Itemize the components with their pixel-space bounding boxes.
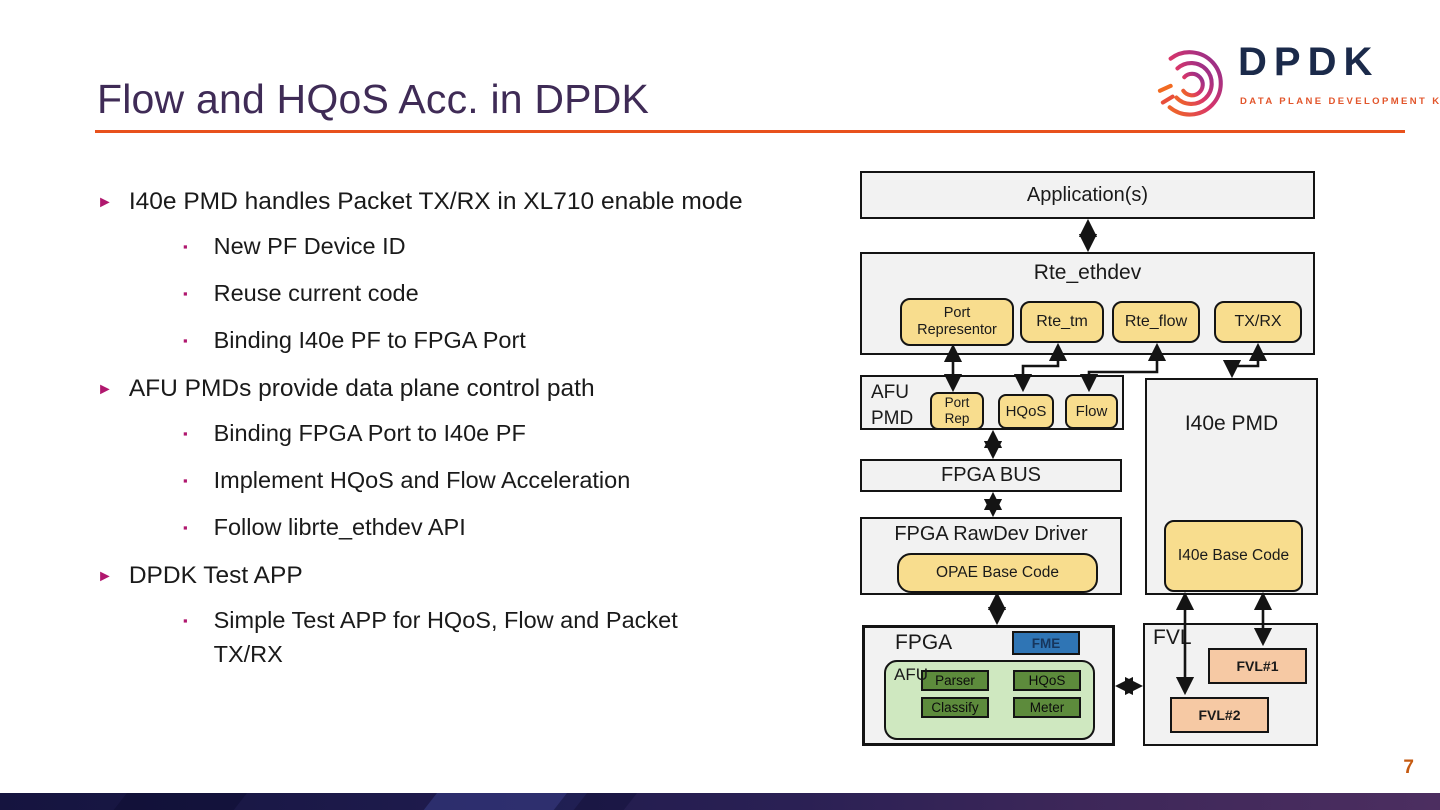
list-item-text: Simple Test APP for HQoS, Flow and Packe… [213, 606, 678, 667]
dpdk-tagline: DATA PLANE DEVELOPMENT KIT [1240, 96, 1440, 107]
dpdk-logo: DPDK DATA PLANE DEVELOPMENT KIT [1156, 40, 1440, 122]
module-port-rep: Port Rep [930, 392, 984, 430]
module-rte-flow: Rte_flow [1112, 301, 1200, 343]
square-bullet-icon: ▪ [183, 332, 188, 348]
list-item-text: DPDK Test APP [128, 561, 303, 589]
square-bullet-icon: ▪ [183, 612, 188, 628]
square-bullet-icon: ▪ [183, 472, 188, 488]
list-item: ► AFU PMDs provide data plane control pa… [95, 371, 767, 406]
module-rte-tm: Rte_tm [1020, 301, 1104, 343]
diagram-box-fvl: FVL FVL#1 FVL#2 [1143, 623, 1318, 746]
square-bullet-icon: ▪ [183, 239, 188, 255]
list-item: ► DPDK Test APP [95, 558, 767, 593]
dpdk-logo-arcs-icon [1157, 50, 1223, 117]
page-number: 7 [1403, 757, 1414, 778]
afu-region-label: AFU [894, 665, 928, 684]
list-item: ▪ Binding I40e PF to FPGA Port [183, 324, 767, 358]
title-underline [95, 130, 1405, 133]
fpga-label: FPGA [895, 631, 953, 654]
list-item: ▪ Follow librte_ethdev API [183, 511, 767, 545]
diagram-box-rte-ethdev: Rte_ethdev Port Representor Rte_tm Rte_f… [860, 252, 1315, 355]
list-item-text: New PF Device ID [213, 233, 406, 260]
list-item-text: Binding FPGA Port to I40e PF [213, 420, 526, 447]
list-item-text: Implement HQoS and Flow Acceleration [213, 466, 631, 493]
dpdk-wordmark: DPDK [1238, 40, 1380, 84]
fpga-afu-region: Parser HQoS Classify Meter AFU [884, 660, 1095, 740]
square-bullet-icon: ▪ [183, 426, 188, 442]
unit-hqos: HQoS [1013, 670, 1081, 691]
node-fvl2: FVL#2 [1170, 697, 1269, 733]
footer-facet [549, 793, 641, 810]
diagram-box-fpga-rawdev-driver: FPGA RawDev Driver OPAE Base Code [860, 517, 1122, 595]
list-item: ▪ Implement HQoS and Flow Acceleration [183, 464, 767, 498]
module-opae-base-code: OPAE Base Code [897, 553, 1098, 593]
diagram-box-fpga: FPGA FME Parser HQoS Classify Meter AFU [862, 625, 1115, 746]
module-port-representor: Port Representor [900, 298, 1014, 346]
list-item: ▪ Reuse current code [183, 277, 767, 311]
module-fme: FME [1012, 631, 1080, 655]
list-item-text: AFU PMDs provide data plane control path [128, 374, 595, 402]
square-bullet-icon: ▪ [183, 519, 188, 535]
rte-ethdev-label: Rte_ethdev [1033, 261, 1142, 284]
diagram-box-applications: Application(s) [860, 171, 1315, 219]
triangle-bullet-icon: ► [97, 567, 113, 585]
node-fvl1: FVL#1 [1208, 648, 1307, 684]
triangle-bullet-icon: ► [97, 380, 113, 398]
list-item-text: Follow librte_ethdev API [213, 513, 466, 540]
list-item: ▪ Binding FPGA Port to I40e PF [183, 417, 767, 451]
diagram-box-afu-pmd: AFU PMD Port Rep HQoS Flow [860, 375, 1124, 430]
module-tx-rx: TX/RX [1214, 301, 1302, 343]
fvl-label: FVL [1153, 626, 1192, 649]
list-item: ▪ Simple Test APP for HQoS, Flow and Pac… [183, 604, 767, 672]
list-item: ▪ New PF Device ID [183, 230, 767, 264]
i40e-pmd-label: I40e PMD [1184, 412, 1279, 435]
module-i40e-base-code: I40e Base Code [1164, 520, 1303, 592]
list-item: ► I40e PMD handles Packet TX/RX in XL710… [95, 184, 767, 219]
diagram-box-fpga-bus: FPGA BUS [860, 459, 1122, 492]
module-flow: Flow [1065, 394, 1118, 429]
footer-bar [0, 793, 1440, 810]
list-item-text: Binding I40e PF to FPGA Port [213, 326, 526, 353]
footer-facet [109, 793, 251, 810]
unit-classify: Classify [921, 697, 989, 718]
list-item-text: I40e PMD handles Packet TX/RX in XL710 e… [128, 188, 743, 215]
unit-parser: Parser [921, 670, 989, 691]
square-bullet-icon: ▪ [183, 286, 188, 302]
module-hqos: HQoS [998, 394, 1054, 429]
afu-pmd-label: AFU PMD [871, 382, 914, 429]
page-title: Flow and HQoS Acc. in DPDK [97, 76, 650, 122]
list-item-text: Reuse current code [213, 280, 419, 307]
fpga-rawdev-label: FPGA RawDev Driver [894, 523, 1088, 545]
bullet-list: ► I40e PMD handles Packet TX/RX in XL710… [95, 184, 767, 684]
triangle-bullet-icon: ► [97, 194, 113, 211]
diagram-box-i40e-pmd: I40e PMD I40e Base Code [1145, 378, 1318, 595]
unit-meter: Meter [1013, 697, 1081, 718]
